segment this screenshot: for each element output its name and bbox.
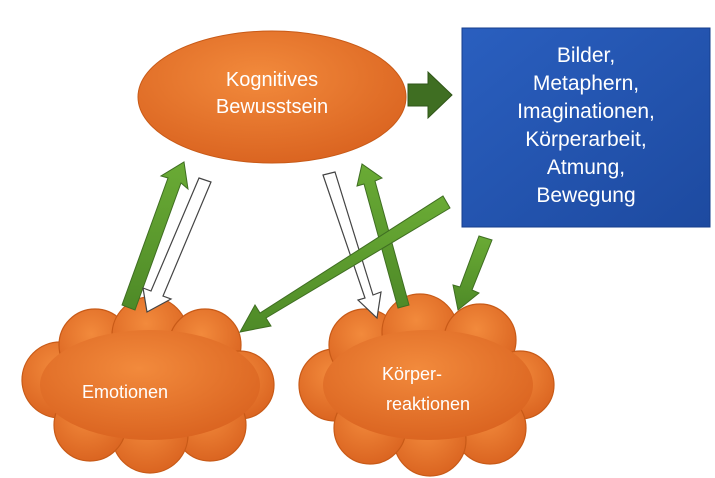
methods-label-line-5: Atmung,	[547, 156, 625, 179]
koerper-label-line-2: reaktionen	[386, 394, 470, 414]
koerperreaktionen-cloud	[298, 293, 555, 477]
methods-label-line-1: Bilder,	[557, 44, 615, 67]
methods-label-line-4: Körperarbeit,	[525, 128, 646, 151]
arrow-methods-to-emotionen	[239, 195, 451, 333]
arrow-kognitives-to-emotionen	[142, 177, 212, 313]
arrow-methods-to-koerper	[452, 235, 493, 311]
emotionen-cloud	[21, 296, 275, 474]
arrow-kognitives-to-koerper	[322, 171, 382, 320]
emotionen-label: Emotionen	[82, 382, 168, 402]
koerper-label-line-1: Körper-	[382, 364, 442, 384]
methods-label-line-6: Bewegung	[536, 184, 635, 207]
arrow-kognitives-to-methods	[407, 70, 453, 120]
methods-label-line-3: Imaginationen,	[517, 100, 655, 123]
kognitives-label-line-1: Kognitives	[226, 69, 318, 91]
kognitives-label-line-2: Bewusstsein	[216, 96, 328, 118]
kognitives-bewusstsein-ellipse	[137, 30, 407, 164]
methods-label-line-2: Metaphern,	[533, 72, 639, 95]
methods-box	[461, 27, 711, 228]
